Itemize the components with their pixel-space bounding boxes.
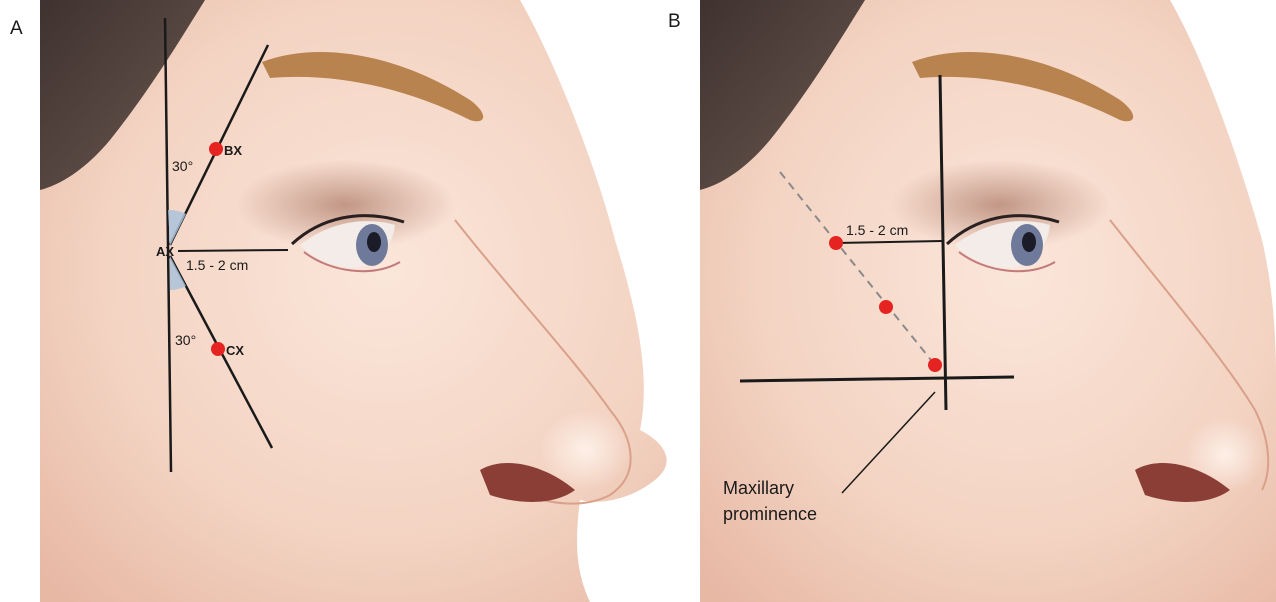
label-distance-a: 1.5 - 2 cm	[186, 257, 248, 273]
face-illustration-a	[40, 0, 667, 602]
panel-b: B 1.5 - 2 cm Maxillary prominence	[668, 0, 1276, 602]
marker-bx	[209, 142, 223, 156]
marker-upper	[829, 236, 843, 250]
panel-letter-b: B	[668, 11, 681, 32]
callout-label-line2: prominence	[723, 504, 817, 524]
label-upper-angle: 30°	[172, 158, 193, 174]
label-distance-b: 1.5 - 2 cm	[846, 222, 908, 238]
marker-maxillary	[928, 358, 942, 372]
label-ax: AX	[156, 244, 174, 259]
marker-cx	[211, 342, 225, 356]
pupil	[1022, 232, 1036, 252]
callout-label-line1: Maxillary	[723, 478, 794, 498]
panel-a: A BX 30° AX 1.5 - 2 cm 30° CX	[10, 0, 667, 602]
marker-middle	[879, 300, 893, 314]
pupil	[367, 232, 381, 252]
panel-letter-a: A	[10, 18, 23, 39]
horizontal-distance-line	[178, 250, 288, 251]
label-lower-angle: 30°	[175, 332, 196, 348]
label-cx: CX	[226, 343, 244, 358]
label-bx: BX	[224, 143, 242, 158]
